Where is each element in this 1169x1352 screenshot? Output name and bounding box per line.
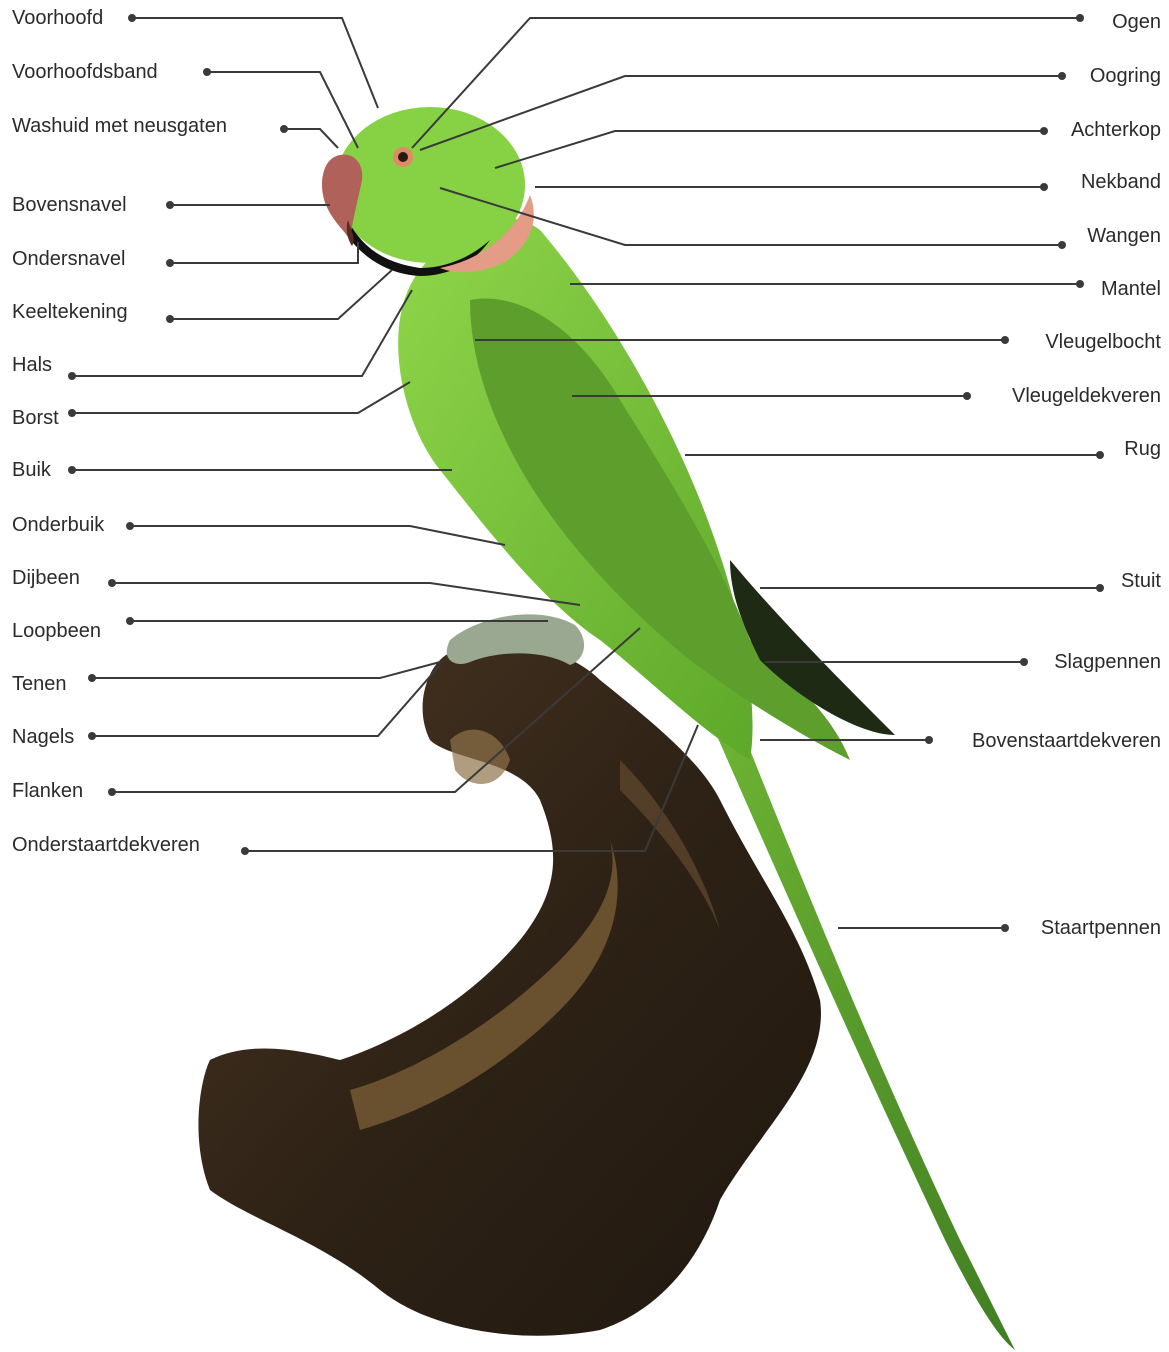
label-vleugeldekveren: Vleugeldekveren	[1012, 384, 1161, 408]
label-buik: Buik	[12, 458, 51, 482]
label-borst: Borst	[12, 406, 59, 430]
leader-achterkop	[495, 131, 1044, 168]
label-keeltekening: Keeltekening	[12, 300, 128, 324]
leader-dijbeen	[112, 583, 580, 605]
leader-onderbuik	[130, 526, 505, 545]
label-stuit: Stuit	[1121, 569, 1161, 593]
label-bovensnavel: Bovensnavel	[12, 193, 127, 217]
label-voorhoofd: Voorhoofd	[12, 6, 103, 30]
label-rug: Rug	[1124, 437, 1161, 461]
leader-washuid	[284, 129, 338, 148]
label-mantel: Mantel	[1101, 277, 1161, 301]
label-dijbeen: Dijbeen	[12, 566, 80, 590]
label-flanken: Flanken	[12, 779, 83, 803]
label-bovenstaartdekveren: Bovenstaartdekveren	[972, 729, 1161, 753]
label-ondersnavel: Ondersnavel	[12, 247, 125, 271]
label-wangen: Wangen	[1087, 224, 1161, 248]
label-vleugelbocht: Vleugelbocht	[1045, 330, 1161, 354]
leader-ondersnavel	[170, 242, 358, 263]
label-nekband: Nekband	[1081, 170, 1161, 194]
label-ogen: Ogen	[1112, 10, 1161, 34]
leader-oogring	[420, 76, 1062, 150]
label-onderbuik: Onderbuik	[12, 513, 104, 537]
leader-tenen	[92, 662, 440, 678]
label-nagels: Nagels	[12, 725, 74, 749]
leader-voorhoofd	[132, 18, 378, 108]
leader-keeltekening	[170, 270, 392, 319]
label-slagpennen: Slagpennen	[1054, 650, 1161, 674]
label-tenen: Tenen	[12, 672, 67, 696]
leader-ogen	[412, 18, 1080, 148]
label-staartpennen: Staartpennen	[1041, 916, 1161, 940]
label-achterkop: Achterkop	[1071, 118, 1161, 142]
label-oogring: Oogring	[1090, 64, 1161, 88]
leader-voorhoofdsband	[207, 72, 358, 148]
label-washuid-met-neusgaten: Washuid met neusgaten	[12, 114, 227, 138]
label-hals: Hals	[12, 353, 52, 377]
label-loopbeen: Loopbeen	[12, 619, 101, 643]
label-voorhoofdsband: Voorhoofdsband	[12, 60, 158, 84]
label-onderstaartdekveren: Onderstaartdekveren	[12, 833, 200, 857]
leader-borst	[72, 382, 410, 413]
